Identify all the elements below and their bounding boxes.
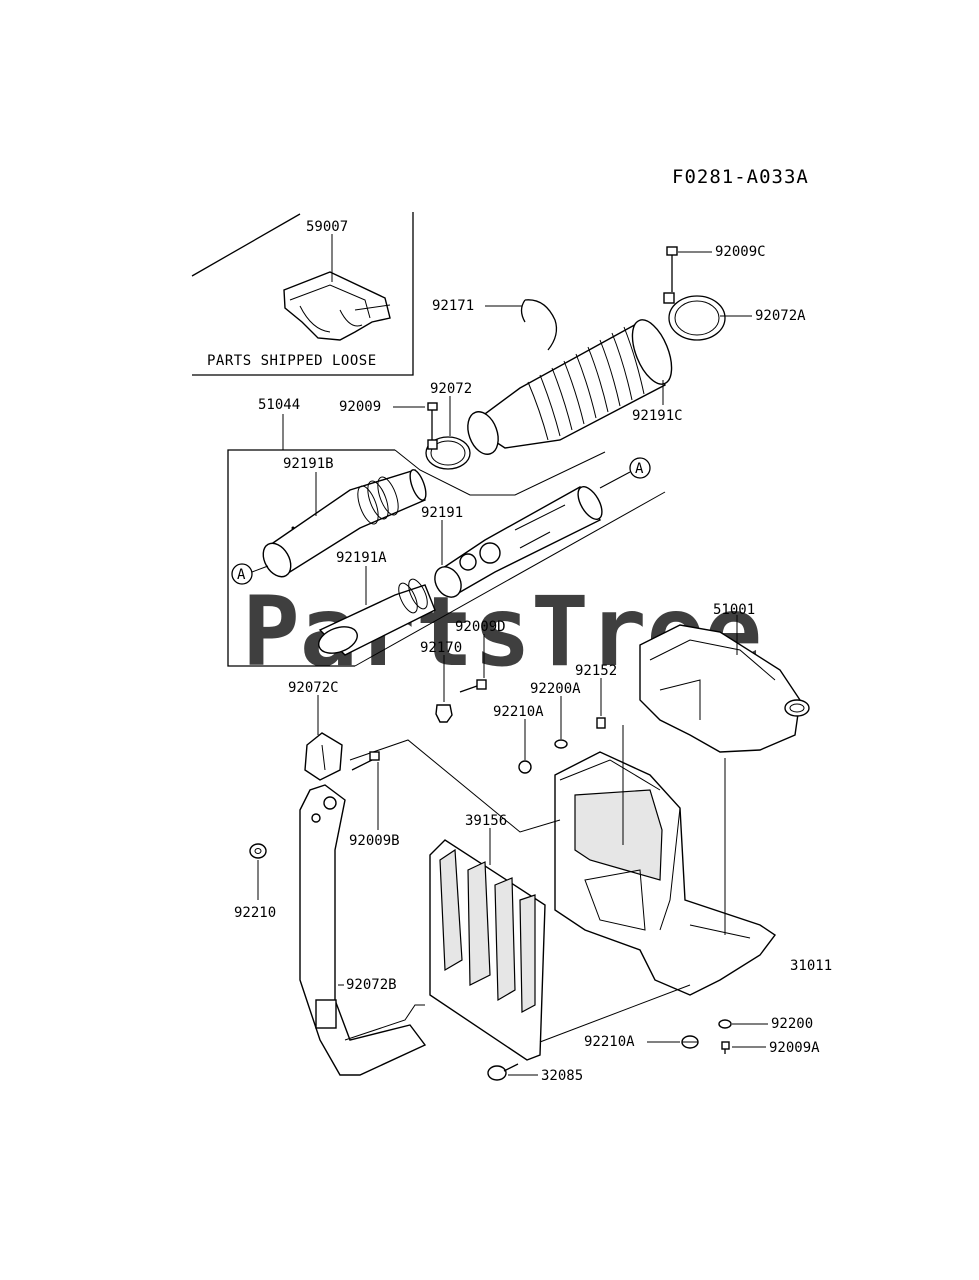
- label-92191a: 92191A: [336, 550, 387, 566]
- label-92009: 92009: [339, 399, 381, 415]
- label-92152: 92152: [575, 663, 617, 679]
- label-92009c: 92009C: [715, 244, 766, 260]
- label-92191c: 92191C: [632, 408, 683, 424]
- label-92009d: 92009D: [455, 619, 506, 635]
- label-92170: 92170: [420, 640, 462, 656]
- label-39156: 39156: [465, 813, 507, 829]
- label-92191b: 92191B: [283, 456, 334, 472]
- screw-92009d: [459, 679, 487, 693]
- label-92210: 92210: [234, 905, 276, 921]
- nozzle-92191a: [318, 578, 436, 656]
- frame-31011: [554, 751, 777, 996]
- label-92009b: 92009B: [349, 833, 400, 849]
- label-92072b: 92072B: [346, 977, 397, 993]
- hose-clamp-92072a: [663, 246, 726, 341]
- bushing-92152: [596, 717, 606, 729]
- hose-clamp-92072: [425, 402, 471, 470]
- label-59007: 59007: [306, 219, 348, 235]
- label-92191: 92191: [421, 505, 463, 521]
- safety-glasses: [283, 271, 391, 341]
- label-51044: 51044: [258, 397, 300, 413]
- diagram-code: F0281-A033A: [672, 166, 809, 188]
- label-92171: 92171: [432, 298, 474, 314]
- label-92200a: 92200A: [530, 681, 581, 697]
- label-92072c: 92072C: [288, 680, 339, 696]
- flex-hose: [467, 319, 673, 455]
- label-51001: 51001: [713, 602, 755, 618]
- back-pad: [429, 839, 546, 1061]
- bracket-92072c: [304, 732, 343, 781]
- label-92200: 92200: [771, 1016, 813, 1032]
- clip-92170: [435, 704, 453, 723]
- callout-a-left-label: A: [237, 567, 246, 583]
- wire-clip: [520, 299, 558, 351]
- label-31011: 31011: [790, 958, 832, 974]
- grommet-92210a-bottom: [681, 1035, 699, 1049]
- callout-a-left: [231, 563, 253, 585]
- label-92210a-top: 92210A: [493, 704, 544, 720]
- label-92009a: 92009A: [769, 1040, 820, 1056]
- screw-92009b: [351, 751, 380, 771]
- loose-parts-box: PARTS SHIPPED LOOSE: [191, 212, 414, 376]
- grommet-92210a-top: [518, 760, 532, 774]
- strap-92072b: [299, 784, 427, 1076]
- screw-92009a: [721, 1041, 730, 1054]
- label-92210a-bottom: 92210A: [584, 1034, 635, 1050]
- screw-32085: [487, 1063, 519, 1081]
- callout-a-right: [629, 457, 651, 479]
- loose-parts-caption: PARTS SHIPPED LOOSE: [207, 353, 377, 369]
- washer-92200: [718, 1019, 732, 1029]
- washer-92210: [249, 843, 267, 859]
- label-92072: 92072: [430, 381, 472, 397]
- label-92072a: 92072A: [755, 308, 806, 324]
- tube-92191: [434, 486, 603, 598]
- washer-92200a: [554, 739, 568, 749]
- callout-a-right-label: A: [635, 461, 644, 477]
- fuel-tank: [639, 624, 810, 753]
- tube-92191b: [262, 469, 427, 578]
- label-32085: 32085: [541, 1068, 583, 1084]
